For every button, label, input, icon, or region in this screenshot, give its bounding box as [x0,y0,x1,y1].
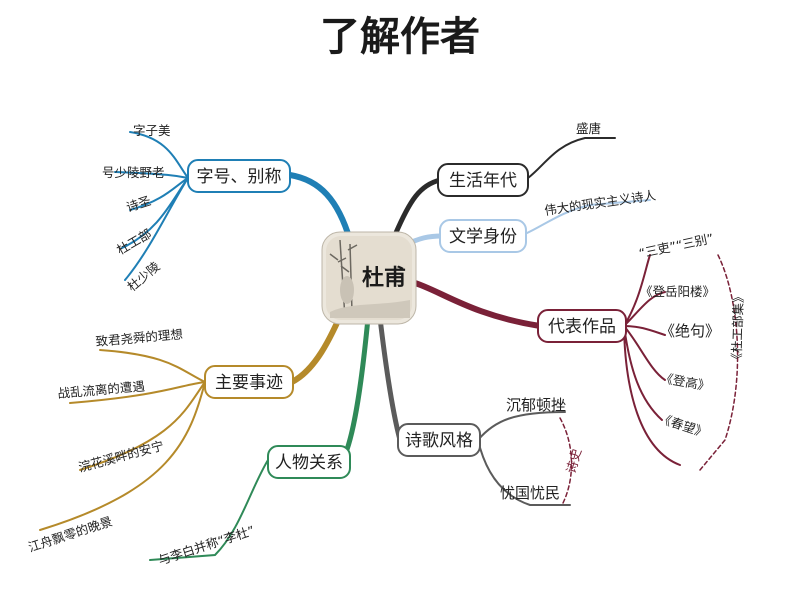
mountain-ink-icon [330,300,410,318]
branch-node-zihao[interactable]: 字号、别称 [187,159,291,193]
leaf-wenxue-1: 伟大的现实主义诗人 [543,187,657,218]
leaf-renwu-1: 与李白并称“李杜” [156,523,256,568]
leaf-zihao-1: 字子美 [133,123,171,138]
connector-shige-group-bracket [559,417,573,506]
leaf-daibiao-3: 《绝句》 [660,322,720,340]
connector-shenghuo [392,177,443,238]
page-title: 了解作者 [320,13,480,60]
leaf-zihao-2: 号少陵野老 [102,165,165,180]
leaf-shenghuo-1: 盛唐 [576,121,601,136]
branch-label-shige: 诗歌风格 [405,431,473,451]
connector-daibiao-group-bracket [699,254,739,471]
leaf-shige-2: 忧国忧民 [500,484,560,502]
connector-renwu-leaves [149,459,269,561]
leaf-daibiao-4: 《登高》 [659,370,711,393]
connector-shenghuo-leaves [527,137,616,179]
connector-renwu [342,315,371,458]
leaf-zihao-3: 诗圣 [124,193,153,215]
branch-label-daibiao: 代表作品 [548,317,616,337]
leaf-shige-1: 沉郁顿挫 [506,396,566,414]
leaf-zhuyao-1: 致君尧舜的理想 [95,326,183,349]
branch-node-wenxue[interactable]: 文学身份 [439,219,527,253]
connector-wenxue-leaves [524,199,651,235]
connector-zihao [287,172,353,243]
leaf-daibiao-5: 《春望》 [657,411,709,441]
branch-label-zihao: 字号、别称 [197,167,282,187]
leaf-zhuyao-2: 战乱流离的遭遇 [57,378,145,401]
group-label-daibiao: 《杜工部集》 [729,290,747,365]
connector-zihao-leaves [114,131,189,281]
connector-daibiao [409,279,543,329]
connector-daibiao-leaves [623,254,681,466]
center-node[interactable]: 杜甫 [321,231,417,325]
branch-node-daibiao[interactable]: 代表作品 [537,309,627,343]
branch-label-shenghuo: 生活年代 [449,171,517,191]
leaf-zihao-5: 杜少陵 [124,258,163,294]
group-label-shige: 诗史 [563,446,584,475]
connector-shige [377,315,403,443]
branch-node-shige[interactable]: 诗歌风格 [397,423,481,457]
branch-label-wenxue: 文学身份 [449,227,517,247]
branch-node-shenghuo[interactable]: 生活年代 [437,163,529,197]
leaf-daibiao-2: 《登岳阳楼》 [640,284,715,299]
branch-node-renwu[interactable]: 人物关系 [267,445,351,479]
branch-label-zhuyao: 主要事迹 [215,373,283,393]
center-label: 杜甫 [362,265,406,291]
branch-label-renwu: 人物关系 [275,453,343,473]
branch-node-zhuyao[interactable]: 主要事迹 [204,365,294,399]
connector-shige-leaves [477,411,571,506]
leaf-zhuyao-3: 浣花溪畔的安宁 [77,438,165,475]
connector-zhuyao-leaves [39,349,206,531]
leaf-daibiao-1: “三吏”“三别” [638,230,715,260]
leaf-zihao-4: 杜工部 [114,226,154,258]
bamboo-ink-icon [329,239,358,319]
